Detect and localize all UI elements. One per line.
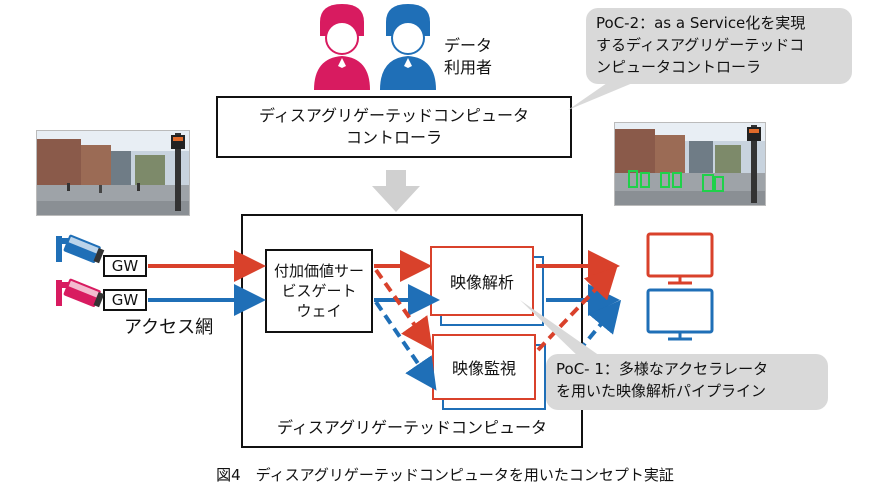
monitor-blue-icon (646, 288, 714, 341)
poc2-line1: PoC-2：as a Service化を実現 (596, 14, 806, 32)
gateway-line3: ウェイ (296, 302, 342, 320)
gateway-line2: ビスゲート (281, 282, 357, 300)
controller-line2: コントローラ (345, 128, 442, 147)
poc1-callout: PoC- 1：多様なアクセラレータ を用いた映像解析パイプライン (546, 354, 828, 410)
figure-caption: 図4 ディスアグリゲーテッドコンピュータを用いたコンセプト実証 (216, 466, 674, 484)
value-added-gateway-box: 付加価値サー ビスゲート ウェイ (265, 249, 373, 333)
gw-label-1: GW (111, 257, 139, 275)
access-network-label: アクセス網 (124, 317, 214, 338)
gw-box-2: GW (103, 289, 147, 311)
poc1-line1: PoC- 1：多様なアクセラレータ (556, 360, 769, 378)
computer-label: ディスアグリゲーテッドコンピュータ (276, 418, 548, 437)
data-users-group (300, 2, 520, 94)
poc1-line2: を用いた映像解析パイプライン (556, 382, 767, 400)
gateway-line1: 付加価値サー (273, 262, 364, 280)
monitor-red-icon (646, 232, 714, 285)
camera-blue-icon (56, 234, 105, 264)
users-label-line1: データ (444, 36, 493, 55)
controller-line1: ディスアグリゲーテッドコンピュータ (258, 106, 530, 125)
street-photo-right-detections (614, 122, 766, 206)
gw-box-1: GW (103, 255, 147, 277)
poc2-line2: するディスアグリゲーテッドコ (596, 36, 805, 54)
poc2-callout: PoC-2：as a Service化を実現 するディスアグリゲーテッドコ ンピ… (586, 8, 852, 84)
users-label-line2: 利用者 (444, 58, 493, 77)
poc2-line3: ンピュータコントローラ (596, 58, 762, 76)
video-analysis-label: 映像解析 (449, 273, 514, 292)
user-pink-icon (314, 4, 436, 90)
camera-pink-icon (56, 278, 105, 308)
street-photo-left (36, 130, 190, 216)
controller-box: ディスアグリゲーテッドコンピュータ コントローラ (216, 96, 572, 158)
gw-label-2: GW (111, 291, 139, 309)
video-monitoring-box: 映像監視 (432, 334, 536, 400)
video-monitoring-label: 映像監視 (451, 359, 516, 378)
video-analysis-box: 映像解析 (430, 246, 534, 316)
